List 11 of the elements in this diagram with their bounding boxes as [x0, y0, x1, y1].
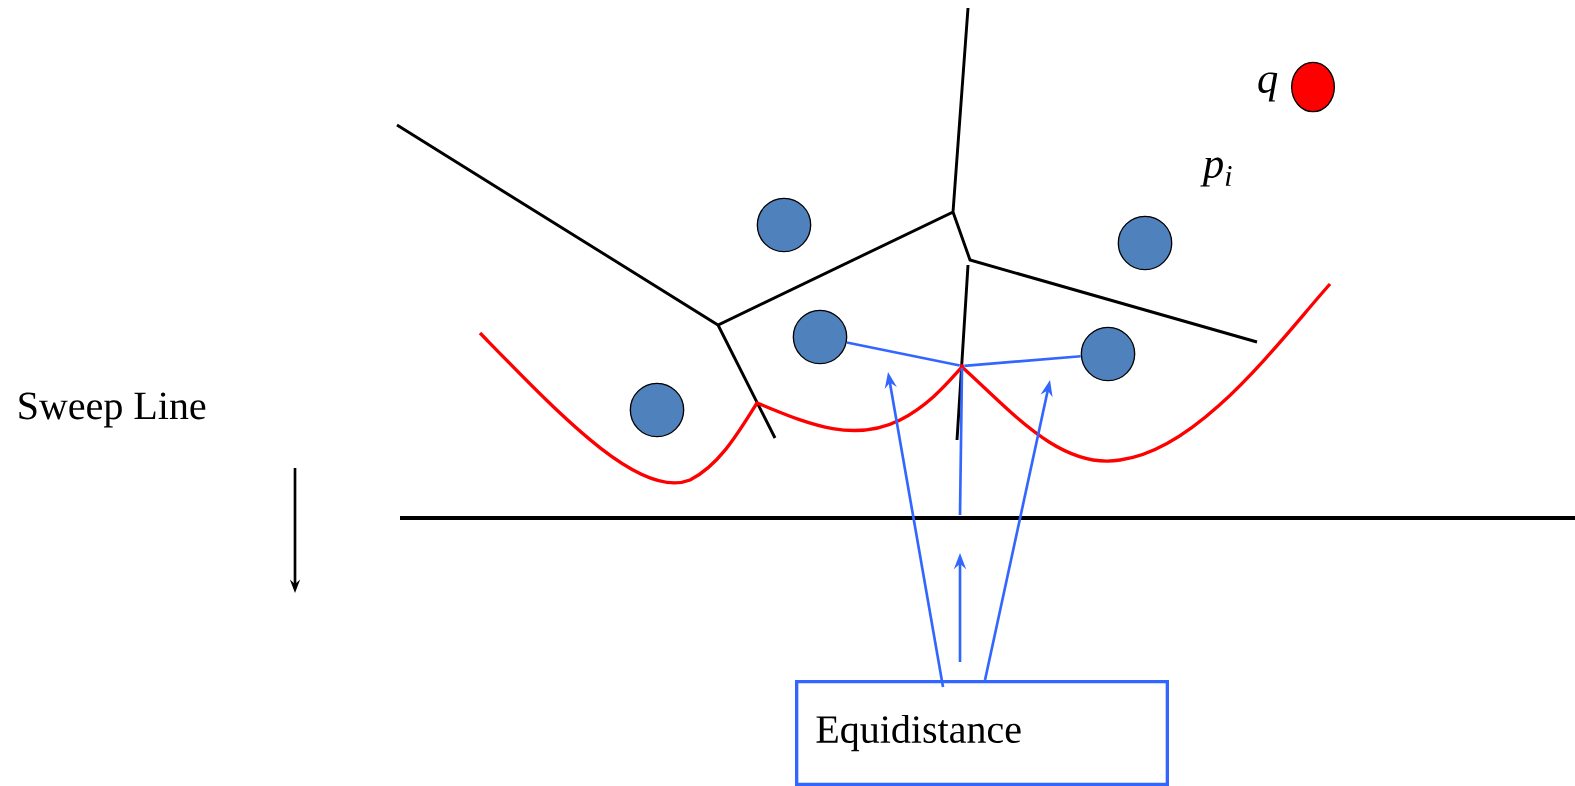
site-point: [1080, 326, 1136, 382]
site-point: [756, 197, 812, 253]
site-point: [629, 382, 685, 438]
site-point: [792, 309, 848, 365]
equidistance-box: Equidistance: [795, 680, 1169, 786]
point-label: q: [1258, 72, 1278, 102]
breakpoint: [960, 364, 964, 368]
site-label: p$_{i}$: [1200, 157, 1232, 187]
sweep-line-label: Sweep Line: [19, 392, 206, 428]
site-point: [1117, 215, 1173, 271]
query-point: [1291, 61, 1335, 113]
